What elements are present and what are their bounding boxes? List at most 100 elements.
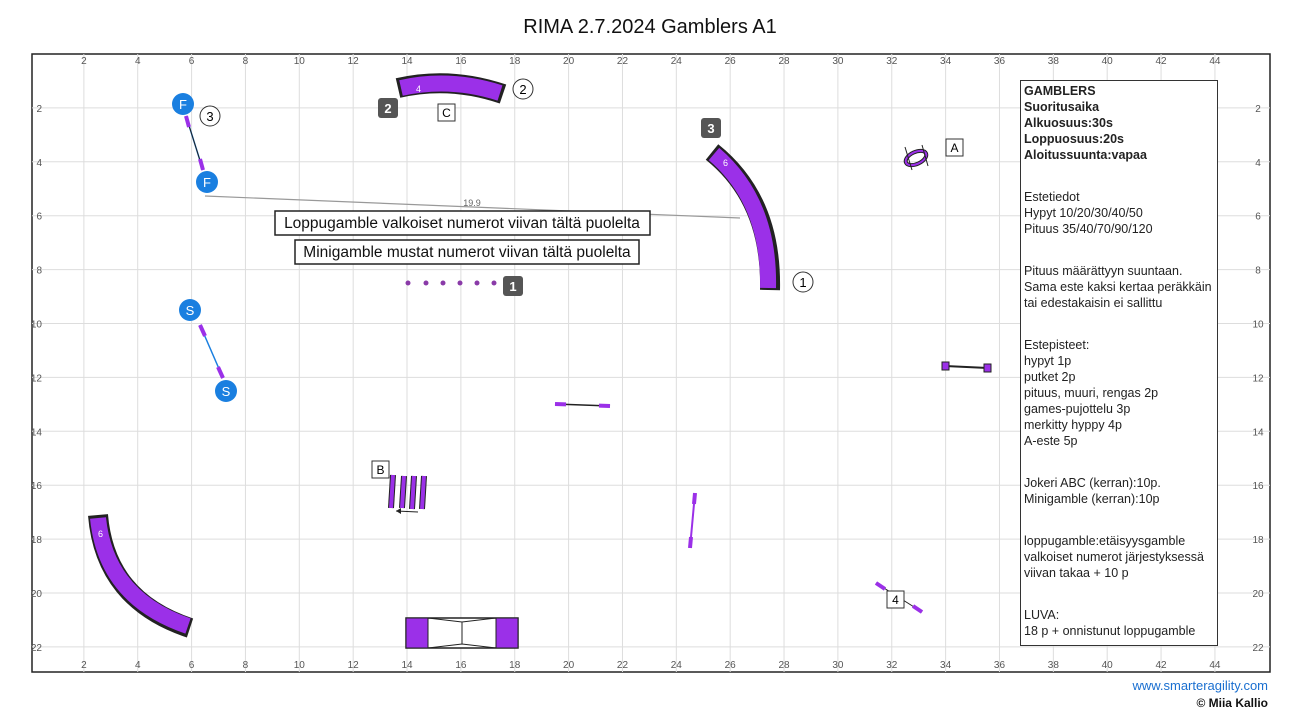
x-tick-label: 26 [725, 660, 737, 671]
x-tick-label: 14 [401, 56, 413, 67]
info-line: viivan takaa + 10 p [1024, 566, 1129, 580]
x-tick-label: 42 [1155, 56, 1167, 67]
x-tick-label: 10 [294, 660, 306, 671]
x-tick-label: 2 [81, 56, 87, 67]
y-tick-label: 2 [36, 104, 42, 115]
x-tick-label: 32 [886, 660, 898, 671]
info-line: LUVA: [1024, 608, 1060, 622]
y-tick-label: 14 [31, 427, 43, 438]
y-tick-label: 16 [31, 481, 43, 492]
measure-line [204, 195, 741, 219]
y-tick-label: 10 [31, 320, 43, 331]
info-line: Pituus määrättyyn suuntaan. [1024, 264, 1183, 278]
info-line: Estepisteet: [1024, 338, 1090, 352]
svg-text:C: C [442, 106, 451, 120]
x-tick-label: 20 [563, 56, 575, 67]
y-tick-label: 10 [1252, 320, 1264, 331]
x-tick-label: 28 [778, 56, 790, 67]
x-tick-label: 6 [189, 660, 195, 671]
jump-right[interactable] [941, 361, 992, 373]
x-tick-label: 36 [994, 56, 1006, 67]
measure-label: 19.9 [463, 198, 481, 208]
copyright: © Miia Kallio [1196, 696, 1268, 710]
y-tick-label: 4 [36, 158, 42, 169]
x-tick-label: 32 [886, 56, 898, 67]
info-line: pituus, muuri, rengas 2p [1024, 386, 1159, 400]
info-line: GAMBLERS [1024, 84, 1096, 98]
website-link[interactable]: www.smarteragility.com [1132, 678, 1268, 693]
info-line: loppugamble:etäisyysgamble [1024, 534, 1186, 548]
svg-text:1: 1 [799, 275, 806, 290]
svg-text:S: S [186, 303, 195, 318]
x-tick-label: 24 [671, 56, 683, 67]
start-marker: S [179, 299, 201, 321]
start-marker: S [215, 380, 237, 402]
x-tick-label: 44 [1209, 660, 1221, 671]
a-frame[interactable] [405, 617, 519, 649]
tunnel-label: 6 [723, 158, 728, 168]
start-jump[interactable] [198, 324, 225, 379]
x-tick-label: 30 [832, 660, 844, 671]
svg-text:B: B [376, 463, 384, 477]
x-tick-label: 8 [243, 56, 249, 67]
letter-c: C [437, 103, 456, 122]
x-tick-label: 28 [778, 660, 790, 671]
x-tick-label: 8 [243, 660, 249, 671]
info-line: A-este 5p [1024, 434, 1078, 448]
info-line: Aloitussuunta:vapaa [1024, 148, 1147, 162]
y-tick-label: 16 [1252, 481, 1264, 492]
y-tick-label: 6 [1255, 212, 1261, 223]
finish-marker: F [172, 93, 194, 115]
y-tick-label: 2 [1255, 104, 1261, 115]
x-tick-label: 42 [1155, 660, 1167, 671]
weave-poles[interactable] [405, 280, 497, 286]
finish-jump[interactable] [184, 115, 205, 171]
info-line: Suoritusaika [1024, 100, 1100, 114]
svg-text:F: F [179, 97, 187, 112]
course-title: RIMA 2.7.2024 Gamblers A1 [523, 16, 777, 38]
x-tick-label: 18 [509, 56, 521, 67]
x-tick-label: 34 [940, 56, 952, 67]
number-white-2: 2 [512, 78, 534, 100]
svg-text:Minigamble mustat numerot viiv: Minigamble mustat numerot viivan tältä p… [303, 244, 631, 261]
jump-middle[interactable] [554, 402, 611, 408]
svg-text:S: S [222, 384, 231, 399]
x-tick-label: 18 [509, 660, 521, 671]
y-tick-label: 8 [1255, 266, 1261, 277]
finish-marker: F [196, 171, 218, 193]
y-tick-label: 18 [31, 535, 43, 546]
x-tick-label: 38 [1048, 660, 1060, 671]
y-tick-label: 8 [36, 266, 42, 277]
x-tick-label: 2 [81, 660, 87, 671]
svg-text:A: A [950, 141, 958, 155]
tunnel-right[interactable]: 6 [705, 144, 781, 291]
x-tick-label: 14 [401, 660, 413, 671]
y-tick-label: 14 [1252, 427, 1264, 438]
info-line: Pituus 35/40/70/90/120 [1024, 222, 1153, 236]
svg-text:2: 2 [519, 82, 526, 97]
x-tick-label: 38 [1048, 56, 1060, 67]
y-tick-label: 22 [31, 643, 43, 654]
x-tick-label: 22 [617, 660, 629, 671]
jump-vertical[interactable] [688, 492, 697, 549]
y-tick-label: 18 [1252, 535, 1264, 546]
number-white-3: 3 [199, 105, 221, 127]
svg-text:2: 2 [384, 101, 391, 116]
x-tick-label: 4 [135, 660, 141, 671]
tire[interactable] [903, 144, 929, 171]
note-minigamble: Minigamble mustat numerot viivan tältä p… [294, 239, 640, 265]
y-tick-label: 22 [1252, 643, 1264, 654]
long-jump[interactable] [388, 474, 427, 514]
tunnel-label: 6 [98, 529, 103, 539]
tunnel-bottom-left[interactable]: 6 [88, 513, 194, 638]
tunnel-top[interactable]: 4 [395, 73, 507, 104]
x-tick-label: 40 [1102, 660, 1114, 671]
info-line: Hypyt 10/20/30/40/50 [1024, 206, 1143, 220]
letter-4: 4 [886, 590, 905, 609]
x-tick-label: 44 [1209, 56, 1221, 67]
tunnel-label: 4 [416, 84, 421, 94]
svg-text:1: 1 [509, 279, 516, 294]
x-tick-label: 20 [563, 660, 575, 671]
x-tick-label: 34 [940, 660, 952, 671]
